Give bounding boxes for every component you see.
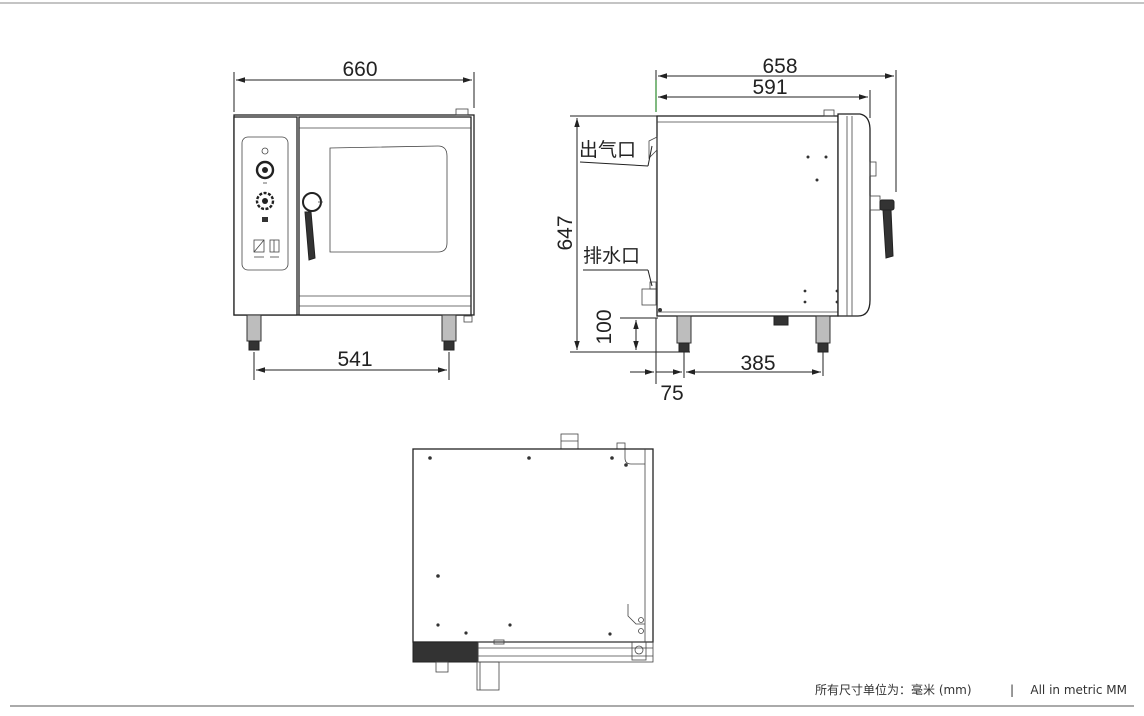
units-note-en: All in metric MM bbox=[1030, 683, 1127, 697]
oven-door bbox=[298, 116, 472, 316]
side-door-profile bbox=[837, 113, 871, 317]
side-door-handle bbox=[882, 209, 894, 259]
drain-outlet-label: 排水口 bbox=[583, 245, 640, 267]
side-body bbox=[656, 115, 839, 317]
oven-window bbox=[329, 145, 448, 253]
units-note: 所有尺寸单位为：毫米 (mm) | All in metric MM bbox=[815, 682, 1127, 697]
side-leg-height-dimension: 100 bbox=[593, 309, 616, 344]
side-feet-span-dimension: 385 bbox=[740, 352, 775, 375]
top-view bbox=[412, 433, 654, 691]
door-handle bbox=[304, 211, 316, 261]
control-panel bbox=[233, 116, 298, 316]
front-width-dimension: 660 bbox=[342, 58, 377, 81]
units-note-separator: | bbox=[1010, 683, 1014, 697]
front-view: 660 bbox=[233, 58, 475, 380]
side-view: 658 591 647 100 bbox=[554, 55, 897, 405]
side-body-depth-dimension: 591 bbox=[752, 76, 787, 99]
top-control-strip bbox=[412, 641, 479, 663]
side-rear-offset-dimension: 75 bbox=[660, 382, 683, 405]
units-note-cn: 所有尺寸单位为：毫米 (mm) bbox=[815, 682, 972, 697]
top-body bbox=[412, 448, 654, 643]
side-height-dimension: 647 bbox=[554, 215, 577, 250]
front-feet-span-dimension: 541 bbox=[337, 348, 372, 371]
exhaust-outlet-label: 出气口 bbox=[579, 139, 636, 161]
side-overall-depth-dimension: 658 bbox=[762, 55, 797, 78]
